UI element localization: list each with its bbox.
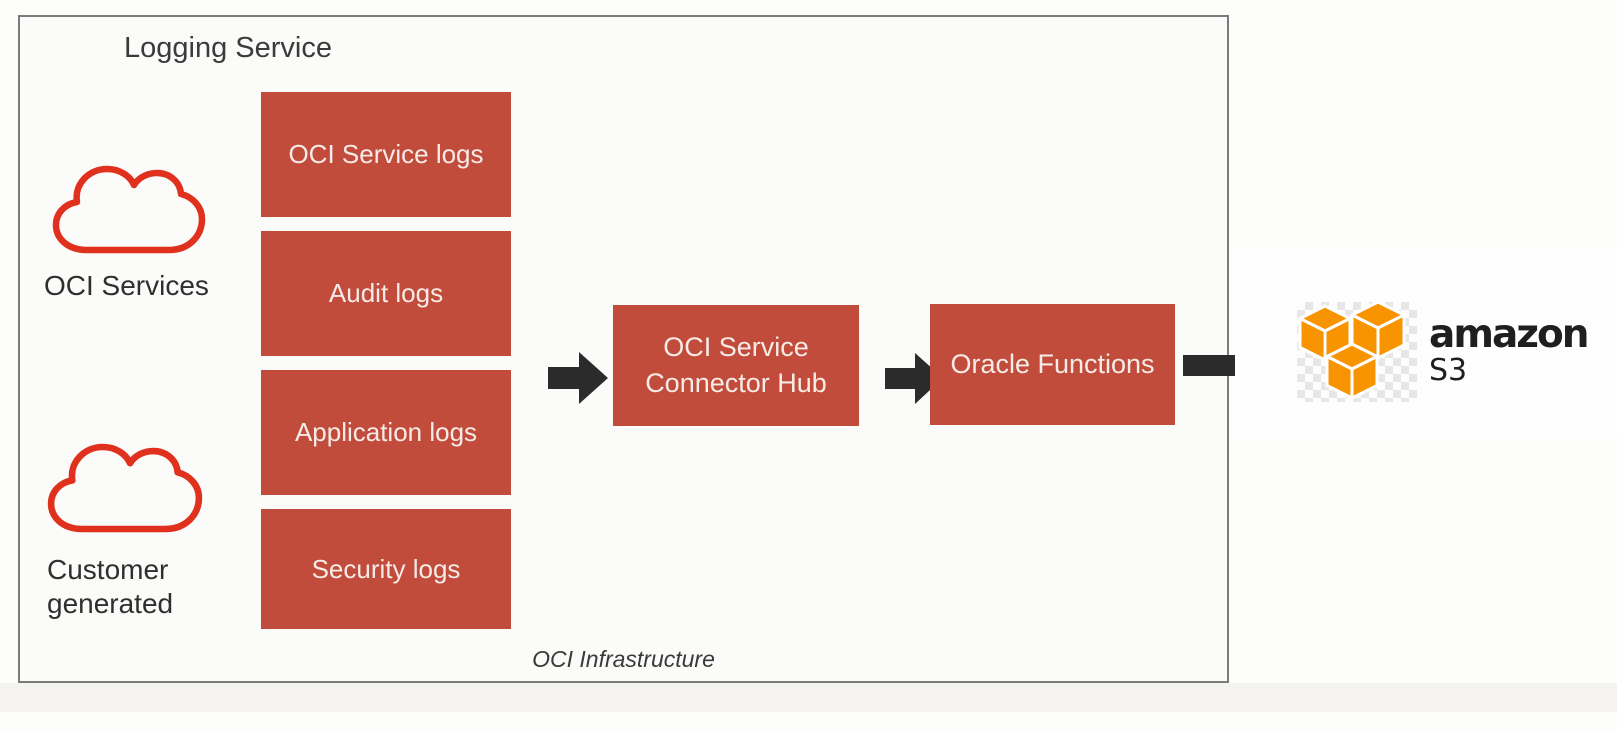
source-label-oci-services: OCI Services: [44, 270, 209, 301]
flow-arrow-icon: [885, 353, 943, 404]
s3-cubes-icon: [1297, 300, 1417, 402]
s3-service-label: S3: [1429, 353, 1468, 388]
amazon-wordmark: amazon: [1429, 312, 1590, 357]
source-label-customer-generated: Customer generated: [47, 554, 174, 620]
service-connector-hub-label: OCI Service Connector Hub: [645, 332, 827, 398]
log-node-audit-logs: Audit logs: [261, 231, 511, 356]
service-connector-hub-node: OCI Service Connector Hub: [613, 305, 859, 426]
oci-services-cloud-icon: [52, 165, 206, 254]
bottom-strip: [0, 683, 1617, 712]
log-node-security-logs: Security logs: [261, 509, 511, 629]
oracle-functions-node: Oracle Functions: [930, 304, 1175, 425]
oci-infrastructure-boundary: Logging Service OCI Services Customer ge…: [18, 15, 1229, 683]
log-node-application-logs: Application logs: [261, 370, 511, 495]
log-node-oci-service-logs: OCI Service logs: [261, 92, 511, 217]
s3-logo-text: amazon S3: [1429, 302, 1590, 388]
diagram-title: Logging Service: [124, 32, 332, 64]
amazon-s3-logo: amazon S3: [1297, 300, 1610, 402]
flow-arrow-icon: [548, 352, 608, 404]
customer-generated-cloud-icon: [47, 443, 203, 533]
infrastructure-label: OCI Infrastructure: [532, 646, 715, 672]
